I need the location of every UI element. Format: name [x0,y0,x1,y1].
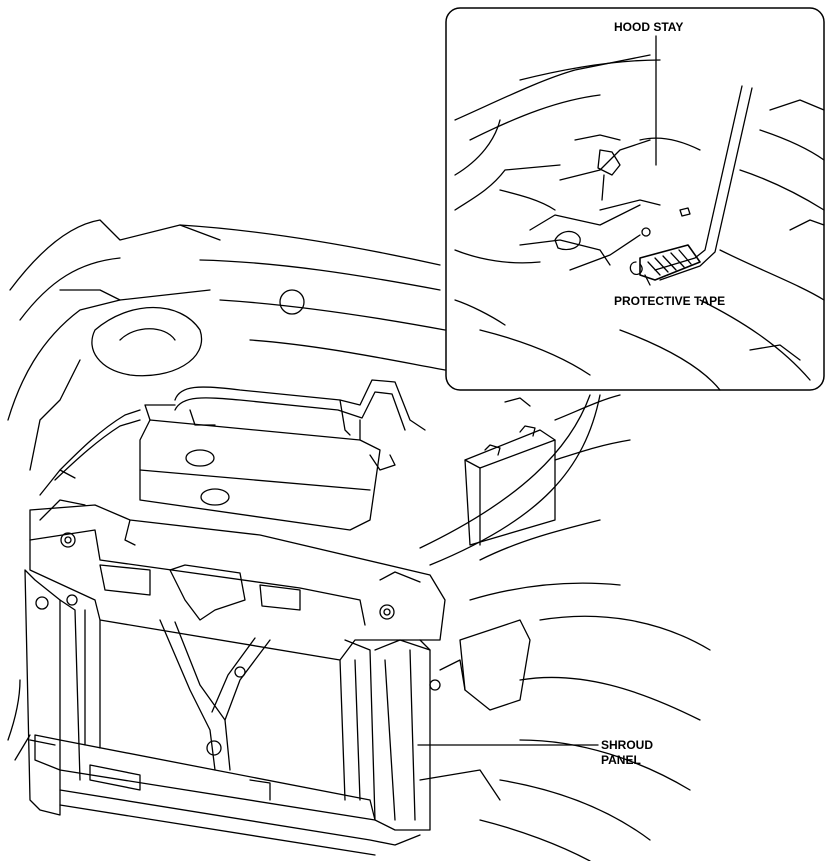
protective-tape-label: PROTECTIVE TAPE [614,294,726,308]
hood-stay-label: HOOD STAY [614,20,684,34]
shroud-panel-label-line2: PANEL [601,753,641,767]
shroud-panel-label-line1: SHROUD [601,738,654,752]
shroud-panel [24,499,466,856]
callout-curve [419,394,601,566]
detail-inset [445,7,825,391]
engine-bay-background [7,219,711,861]
